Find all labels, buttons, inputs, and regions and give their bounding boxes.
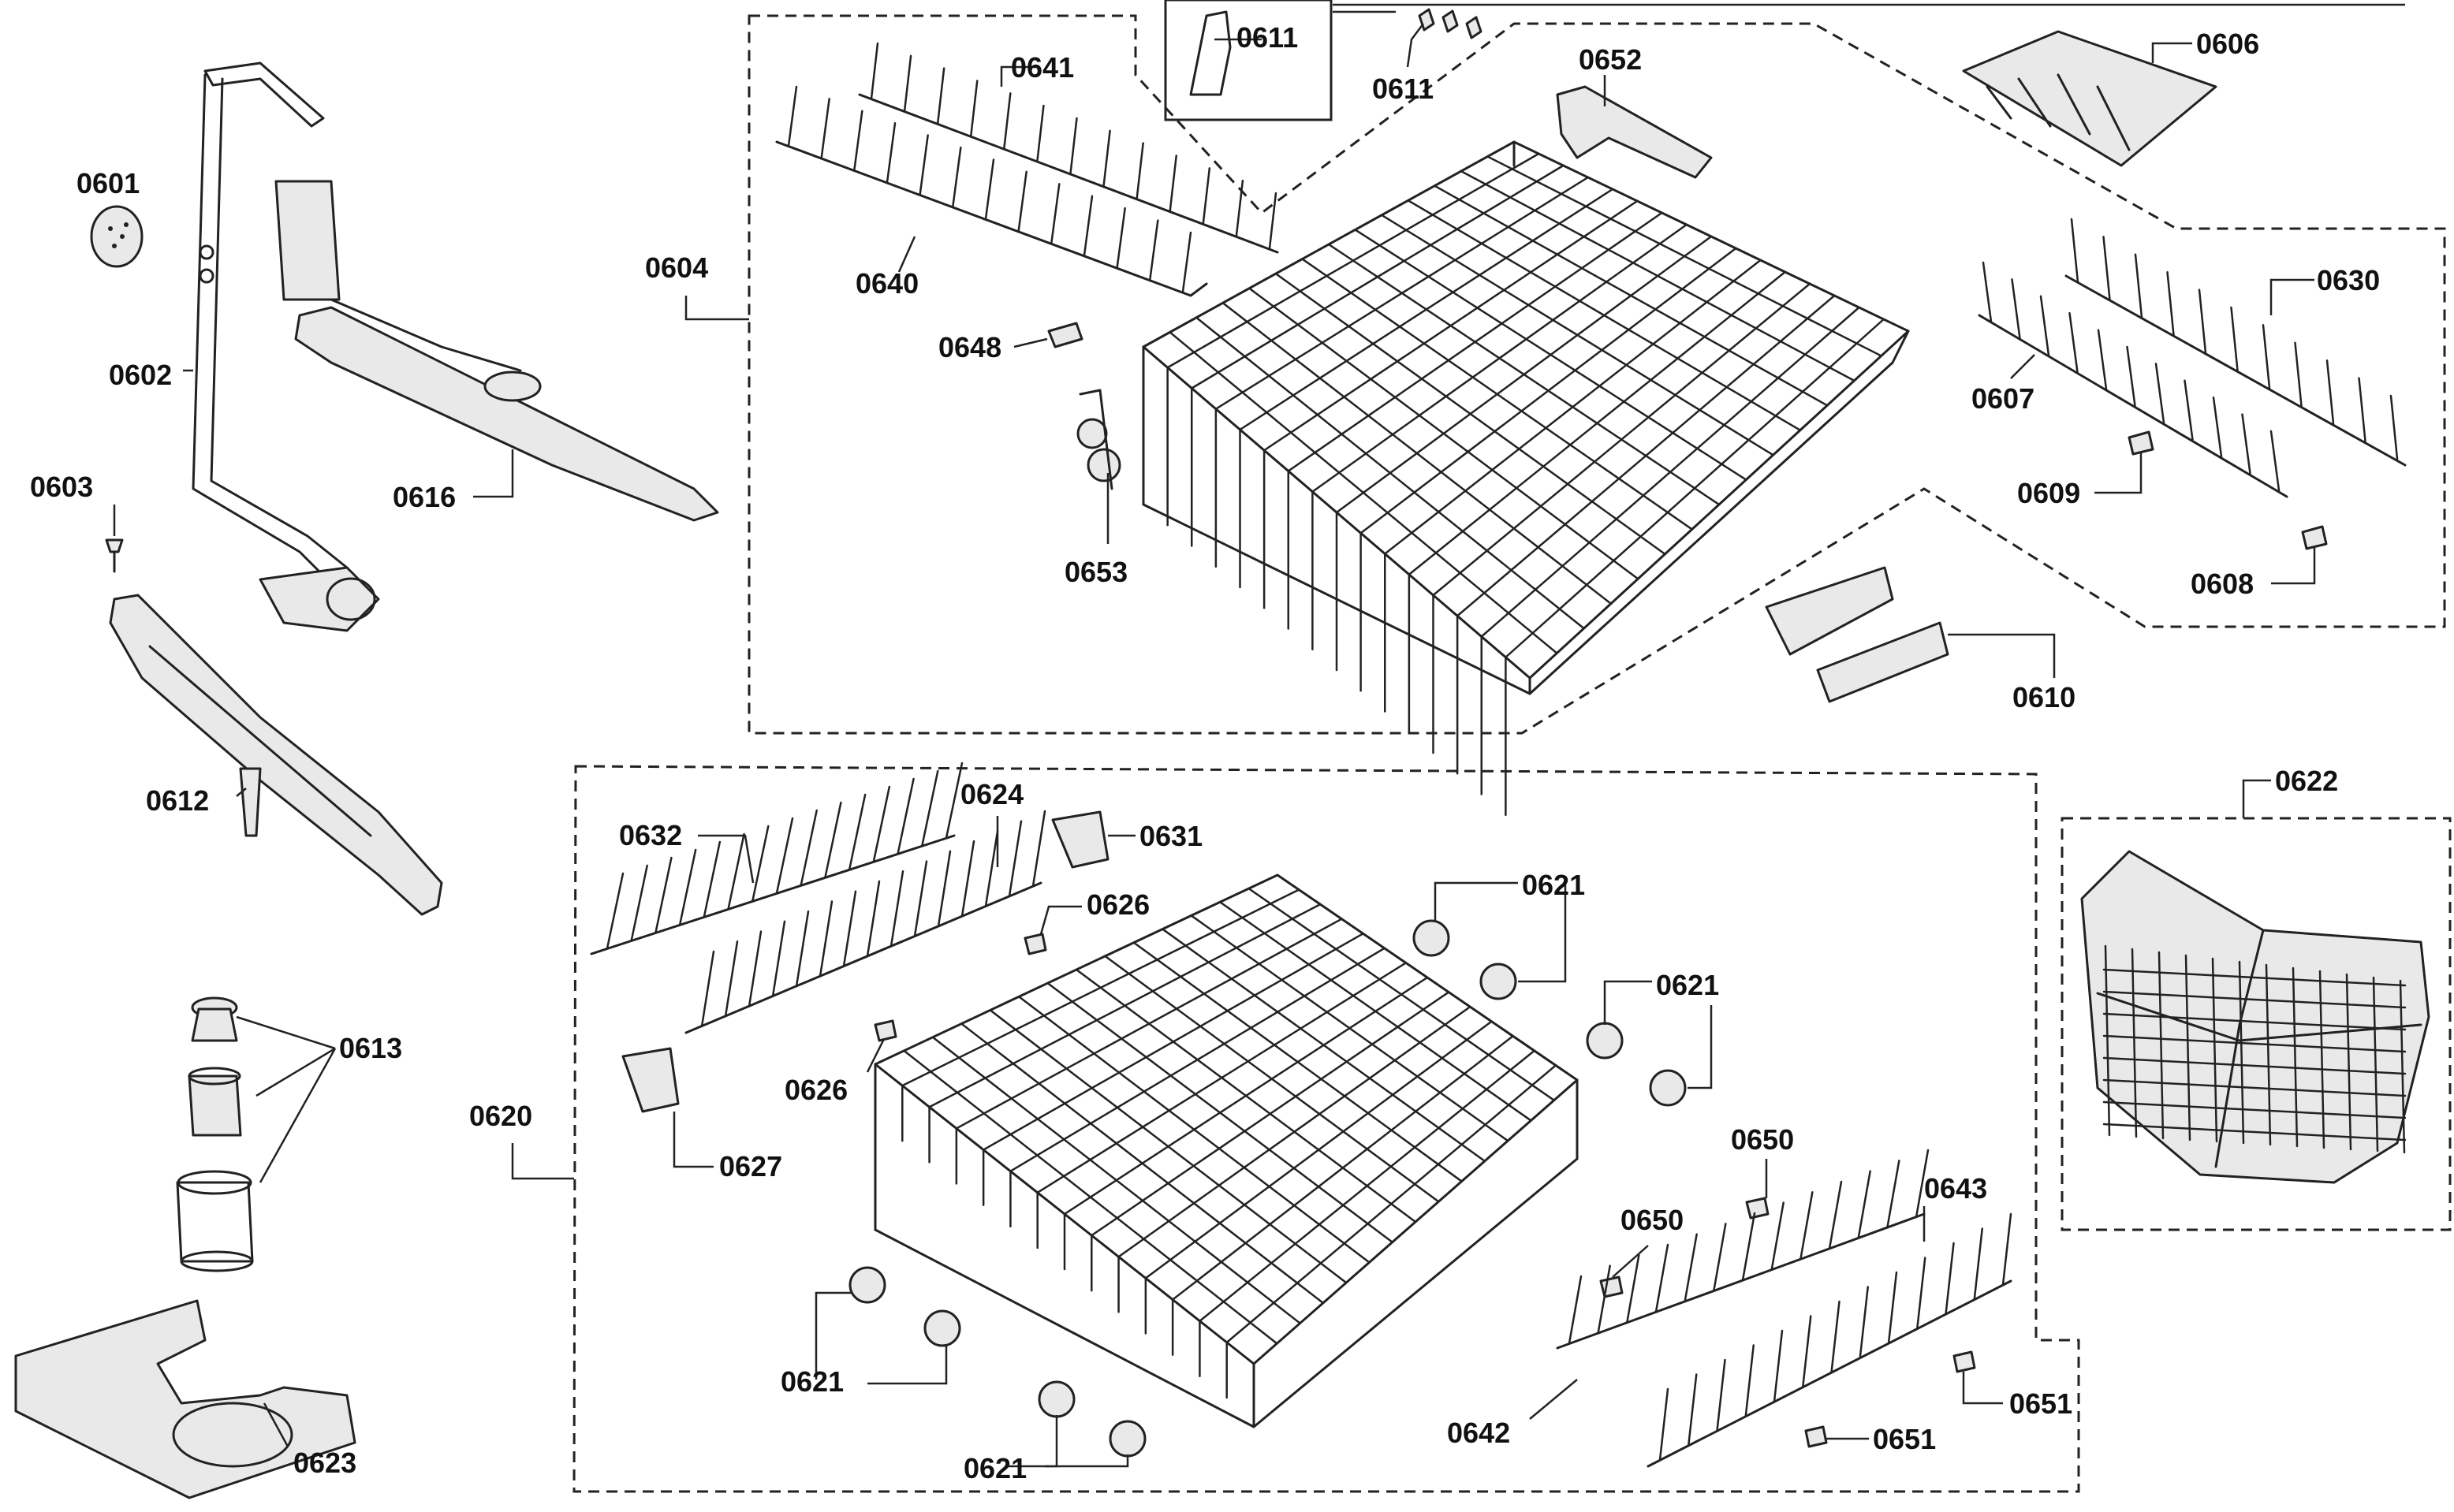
label-0640: 0640 xyxy=(856,267,919,300)
label-0610: 0610 xyxy=(2012,681,2075,713)
label-0623: 0623 xyxy=(293,1447,356,1479)
label-0643: 0643 xyxy=(1924,1172,1987,1205)
lower-rack-group-outline xyxy=(572,765,2080,1493)
label-0642: 0642 xyxy=(1447,1417,1510,1449)
label-0622: 0622 xyxy=(2275,765,2338,797)
part-0627-latch xyxy=(621,1047,680,1113)
group-outlines xyxy=(572,0,2452,1493)
label-0651-right: 0651 xyxy=(2009,1387,2072,1420)
part-0606-shelf-insert xyxy=(1962,30,2217,167)
part-0651-clips xyxy=(1804,1350,1976,1448)
label-0616: 0616 xyxy=(393,481,456,513)
part-0626-clip-b xyxy=(874,1019,897,1042)
upper-rack-group-outline xyxy=(748,14,2446,735)
label-0613: 0613 xyxy=(339,1032,402,1064)
label-0621-left: 0621 xyxy=(781,1365,844,1398)
label-0641: 0641 xyxy=(1011,51,1074,84)
label-0621-top-left: 0621 xyxy=(1522,869,1585,901)
part-0601-nozzle-cap xyxy=(90,205,144,268)
part-0648-clip xyxy=(1047,322,1083,348)
part-0652-rack-adjuster xyxy=(1556,85,1713,179)
label-0624: 0624 xyxy=(960,778,1024,810)
label-0606: 0606 xyxy=(2196,28,2259,60)
label-0603: 0603 xyxy=(30,471,93,503)
label-0630: 0630 xyxy=(2317,264,2380,296)
label-0611-detail: 0611 xyxy=(1236,21,1298,54)
label-0601: 0601 xyxy=(76,167,140,199)
label-0632: 0632 xyxy=(619,819,682,851)
part-labels: 0601 0602 0603 0616 0612 0613 0623 0604 … xyxy=(30,21,2380,1484)
part-0632-0624-tine-rows xyxy=(590,762,1046,1034)
label-0650-lower: 0650 xyxy=(1620,1204,1684,1236)
label-0602: 0602 xyxy=(109,359,172,391)
part-0607-0630-tine-rows xyxy=(1978,218,2407,498)
label-0626-lower: 0626 xyxy=(785,1074,848,1106)
part-0602-supply-tube xyxy=(192,61,380,632)
part-0616-upper-spray-arm xyxy=(274,180,719,522)
part-0622-cutlery-basket xyxy=(2080,850,2430,1184)
part-lower-rack-basket xyxy=(874,873,1579,1428)
label-0650-upper: 0650 xyxy=(1731,1123,1794,1156)
part-0626-clip-a xyxy=(1024,933,1047,955)
label-0651-bottom: 0651 xyxy=(1873,1423,1936,1455)
label-0612: 0612 xyxy=(146,784,209,817)
part-0623-filter-plate xyxy=(14,1299,356,1499)
part-0612-lower-spray-arm xyxy=(109,594,443,916)
label-0631: 0631 xyxy=(1139,820,1203,852)
label-0609: 0609 xyxy=(2017,477,2080,509)
label-0652: 0652 xyxy=(1579,43,1642,76)
label-0607: 0607 xyxy=(1971,382,2034,415)
label-0648: 0648 xyxy=(938,331,1001,363)
part-0610-handle xyxy=(1765,566,1949,703)
label-0608: 0608 xyxy=(2191,568,2254,600)
part-0611-caps xyxy=(1189,8,1482,96)
part-0640-tine-row xyxy=(775,42,1279,297)
label-0626-upper: 0626 xyxy=(1087,888,1150,921)
part-upper-rack-basket xyxy=(1142,140,1910,816)
part-0631-latch xyxy=(1051,810,1110,869)
label-0604: 0604 xyxy=(645,251,708,284)
label-0653: 0653 xyxy=(1065,556,1128,588)
cap-detail-box xyxy=(1164,0,1333,121)
part-0621-wheels xyxy=(848,919,1687,1458)
label-0620: 0620 xyxy=(469,1100,532,1132)
part-0653-rack-wheels xyxy=(1076,389,1121,490)
leader-lines xyxy=(113,10,2316,1468)
part-0603-screw xyxy=(105,538,124,573)
label-0621-bottom: 0621 xyxy=(964,1452,1027,1484)
label-0621-top-right: 0621 xyxy=(1656,969,1719,1001)
part-0613-filter-set xyxy=(176,996,254,1272)
part-0642-0643-tine-rows xyxy=(1556,1149,2012,1468)
part-0608-clip xyxy=(2301,525,2328,550)
part-0609-clip xyxy=(2128,430,2154,456)
part-0650-clips xyxy=(1599,1197,1770,1298)
label-0611-caps: 0611 xyxy=(1372,73,1434,105)
label-0627: 0627 xyxy=(719,1150,782,1182)
